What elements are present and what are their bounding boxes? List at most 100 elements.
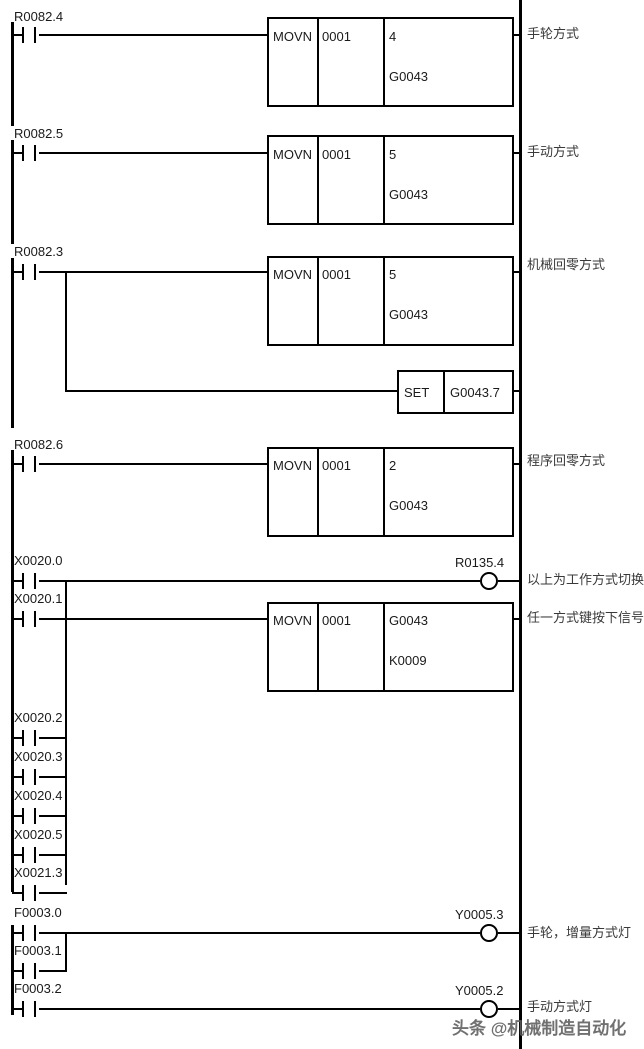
set-1-op: SET (404, 385, 430, 400)
contact-label-r0082-3: R0082.3 (14, 244, 64, 259)
contact-x0020-5[interactable] (17, 847, 41, 863)
set-1-operand: G0043.7 (450, 385, 500, 400)
contact-label-x0021-3: X0021.3 (14, 865, 63, 880)
function-box-movn-5[interactable] (267, 602, 514, 692)
contact-r0082-6[interactable] (17, 456, 41, 472)
power-rail-left-4 (11, 450, 14, 578)
contact-label-x0020-0: X0020.0 (14, 553, 63, 568)
contact-label-f0003-1: F0003.1 (14, 943, 62, 958)
wire-r6-a (12, 618, 22, 620)
wire-r1-b (39, 34, 268, 36)
wire-x0021-3-b (39, 892, 67, 894)
contact-x0020-0[interactable] (17, 573, 41, 589)
contact-f0003-2[interactable] (17, 1001, 41, 1017)
movn-1-dest: G0043 (389, 69, 429, 84)
contact-label-x0020-2: X0020.2 (14, 710, 63, 725)
movn-2-count: 0001 (322, 147, 351, 162)
function-box-movn-4[interactable] (267, 447, 514, 537)
wire-x0021-3-a (12, 892, 22, 894)
contact-x0020-3[interactable] (17, 769, 41, 785)
movn-2-source: 5 (389, 147, 397, 162)
power-rail-left-3 (11, 258, 14, 428)
function-box-set-1[interactable] (397, 370, 514, 414)
movn-1-source: 4 (389, 29, 397, 44)
wire-x0020-4-a (12, 815, 22, 817)
wire-r4-c (513, 463, 521, 465)
power-rail-right (519, 0, 522, 1049)
contact-label-r0082-4: R0082.4 (14, 9, 64, 24)
power-rail-left-2 (11, 140, 14, 244)
wire-r3-a (12, 271, 22, 273)
annotation-rung-2: 手动方式 (527, 144, 580, 159)
movn-4-op: MOVN (273, 458, 312, 473)
movn-3-count: 0001 (322, 267, 351, 282)
movn-4-count: 0001 (322, 458, 351, 473)
wire-r7-c (498, 932, 521, 934)
wire-r3-c (513, 271, 521, 273)
contact-x0020-1[interactable] (17, 611, 41, 627)
contact-label-x0020-5: X0020.5 (14, 827, 63, 842)
wire-r7-a (12, 932, 22, 934)
contact-x0021-3[interactable] (17, 885, 41, 901)
contact-label-x0020-3: X0020.3 (14, 749, 63, 764)
coil-r0135-4[interactable] (480, 572, 498, 590)
wire-r3-branch (65, 390, 398, 392)
wire-x0020-5-a (12, 854, 22, 856)
contact-x0020-4[interactable] (17, 808, 41, 824)
coil-label-r0135-4: R0135.4 (455, 555, 505, 570)
coil-label-y0005-3: Y0005.3 (455, 907, 504, 922)
wire-r4-b (39, 463, 268, 465)
wire-r5-a (12, 580, 22, 582)
contact-r0082-3[interactable] (17, 264, 41, 280)
coil-y0005-2[interactable] (480, 1000, 498, 1018)
movn-2-op: MOVN (273, 147, 312, 162)
wire-r6-c (513, 618, 521, 620)
contact-r0082-4[interactable] (17, 27, 41, 43)
movn-5-dest: K0009 (389, 653, 427, 668)
annotation-rung-7: 手轮，增量方式灯 (527, 925, 632, 940)
power-rail-left-1 (11, 22, 14, 126)
wire-r3-branch-out (513, 390, 521, 392)
function-box-movn-3[interactable] (267, 256, 514, 346)
wire-r5-b (39, 580, 480, 582)
function-box-movn-2[interactable] (267, 135, 514, 225)
parallel-link-r7 (65, 932, 67, 972)
wire-r4-a (12, 463, 22, 465)
movn-4-dest: G0043 (389, 498, 429, 513)
coil-y0005-3[interactable] (480, 924, 498, 942)
annotation-rung-5: 以上为工作方式切换 (527, 572, 644, 587)
wire-r1-a (12, 34, 22, 36)
contact-label-r0082-6: R0082.6 (14, 437, 64, 452)
wire-r8-a (12, 1008, 22, 1010)
contact-label-f0003-0: F0003.0 (14, 905, 62, 920)
movn-3-op: MOVN (273, 267, 312, 282)
wire-r1-c (513, 34, 521, 36)
wire-x0020-2-b (39, 737, 67, 739)
wire-x0020-3-a (12, 776, 22, 778)
movn-5-op: MOVN (273, 613, 312, 628)
wire-r2-a (12, 152, 22, 154)
movn-3-dest: G0043 (389, 307, 429, 322)
coil-label-y0005-2: Y0005.2 (455, 983, 504, 998)
branch-link-r3 (65, 271, 67, 392)
function-box-movn-1[interactable] (267, 17, 514, 107)
contact-label-f0003-2: F0003.2 (14, 981, 62, 996)
contact-label-r0082-5: R0082.5 (14, 126, 64, 141)
power-rail-left-5 (11, 572, 14, 892)
wire-r6-b (39, 618, 268, 620)
contact-x0020-2[interactable] (17, 730, 41, 746)
movn-3-source: 5 (389, 267, 397, 282)
wire-r5-c (498, 580, 521, 582)
wire-x0020-4-b (39, 815, 67, 817)
contact-r0082-5[interactable] (17, 145, 41, 161)
movn-2-dest: G0043 (389, 187, 429, 202)
contact-f0003-0[interactable] (17, 925, 41, 941)
annotation-rung-3: 机械回零方式 (527, 257, 606, 272)
wire-x0020-2-a (12, 737, 22, 739)
wire-r8-b (39, 1008, 480, 1010)
movn-5-source: G0043 (389, 613, 429, 628)
wire-f0003-1-a (12, 970, 22, 972)
parallel-link-r6 (65, 580, 67, 885)
contact-f0003-1[interactable] (17, 963, 41, 979)
